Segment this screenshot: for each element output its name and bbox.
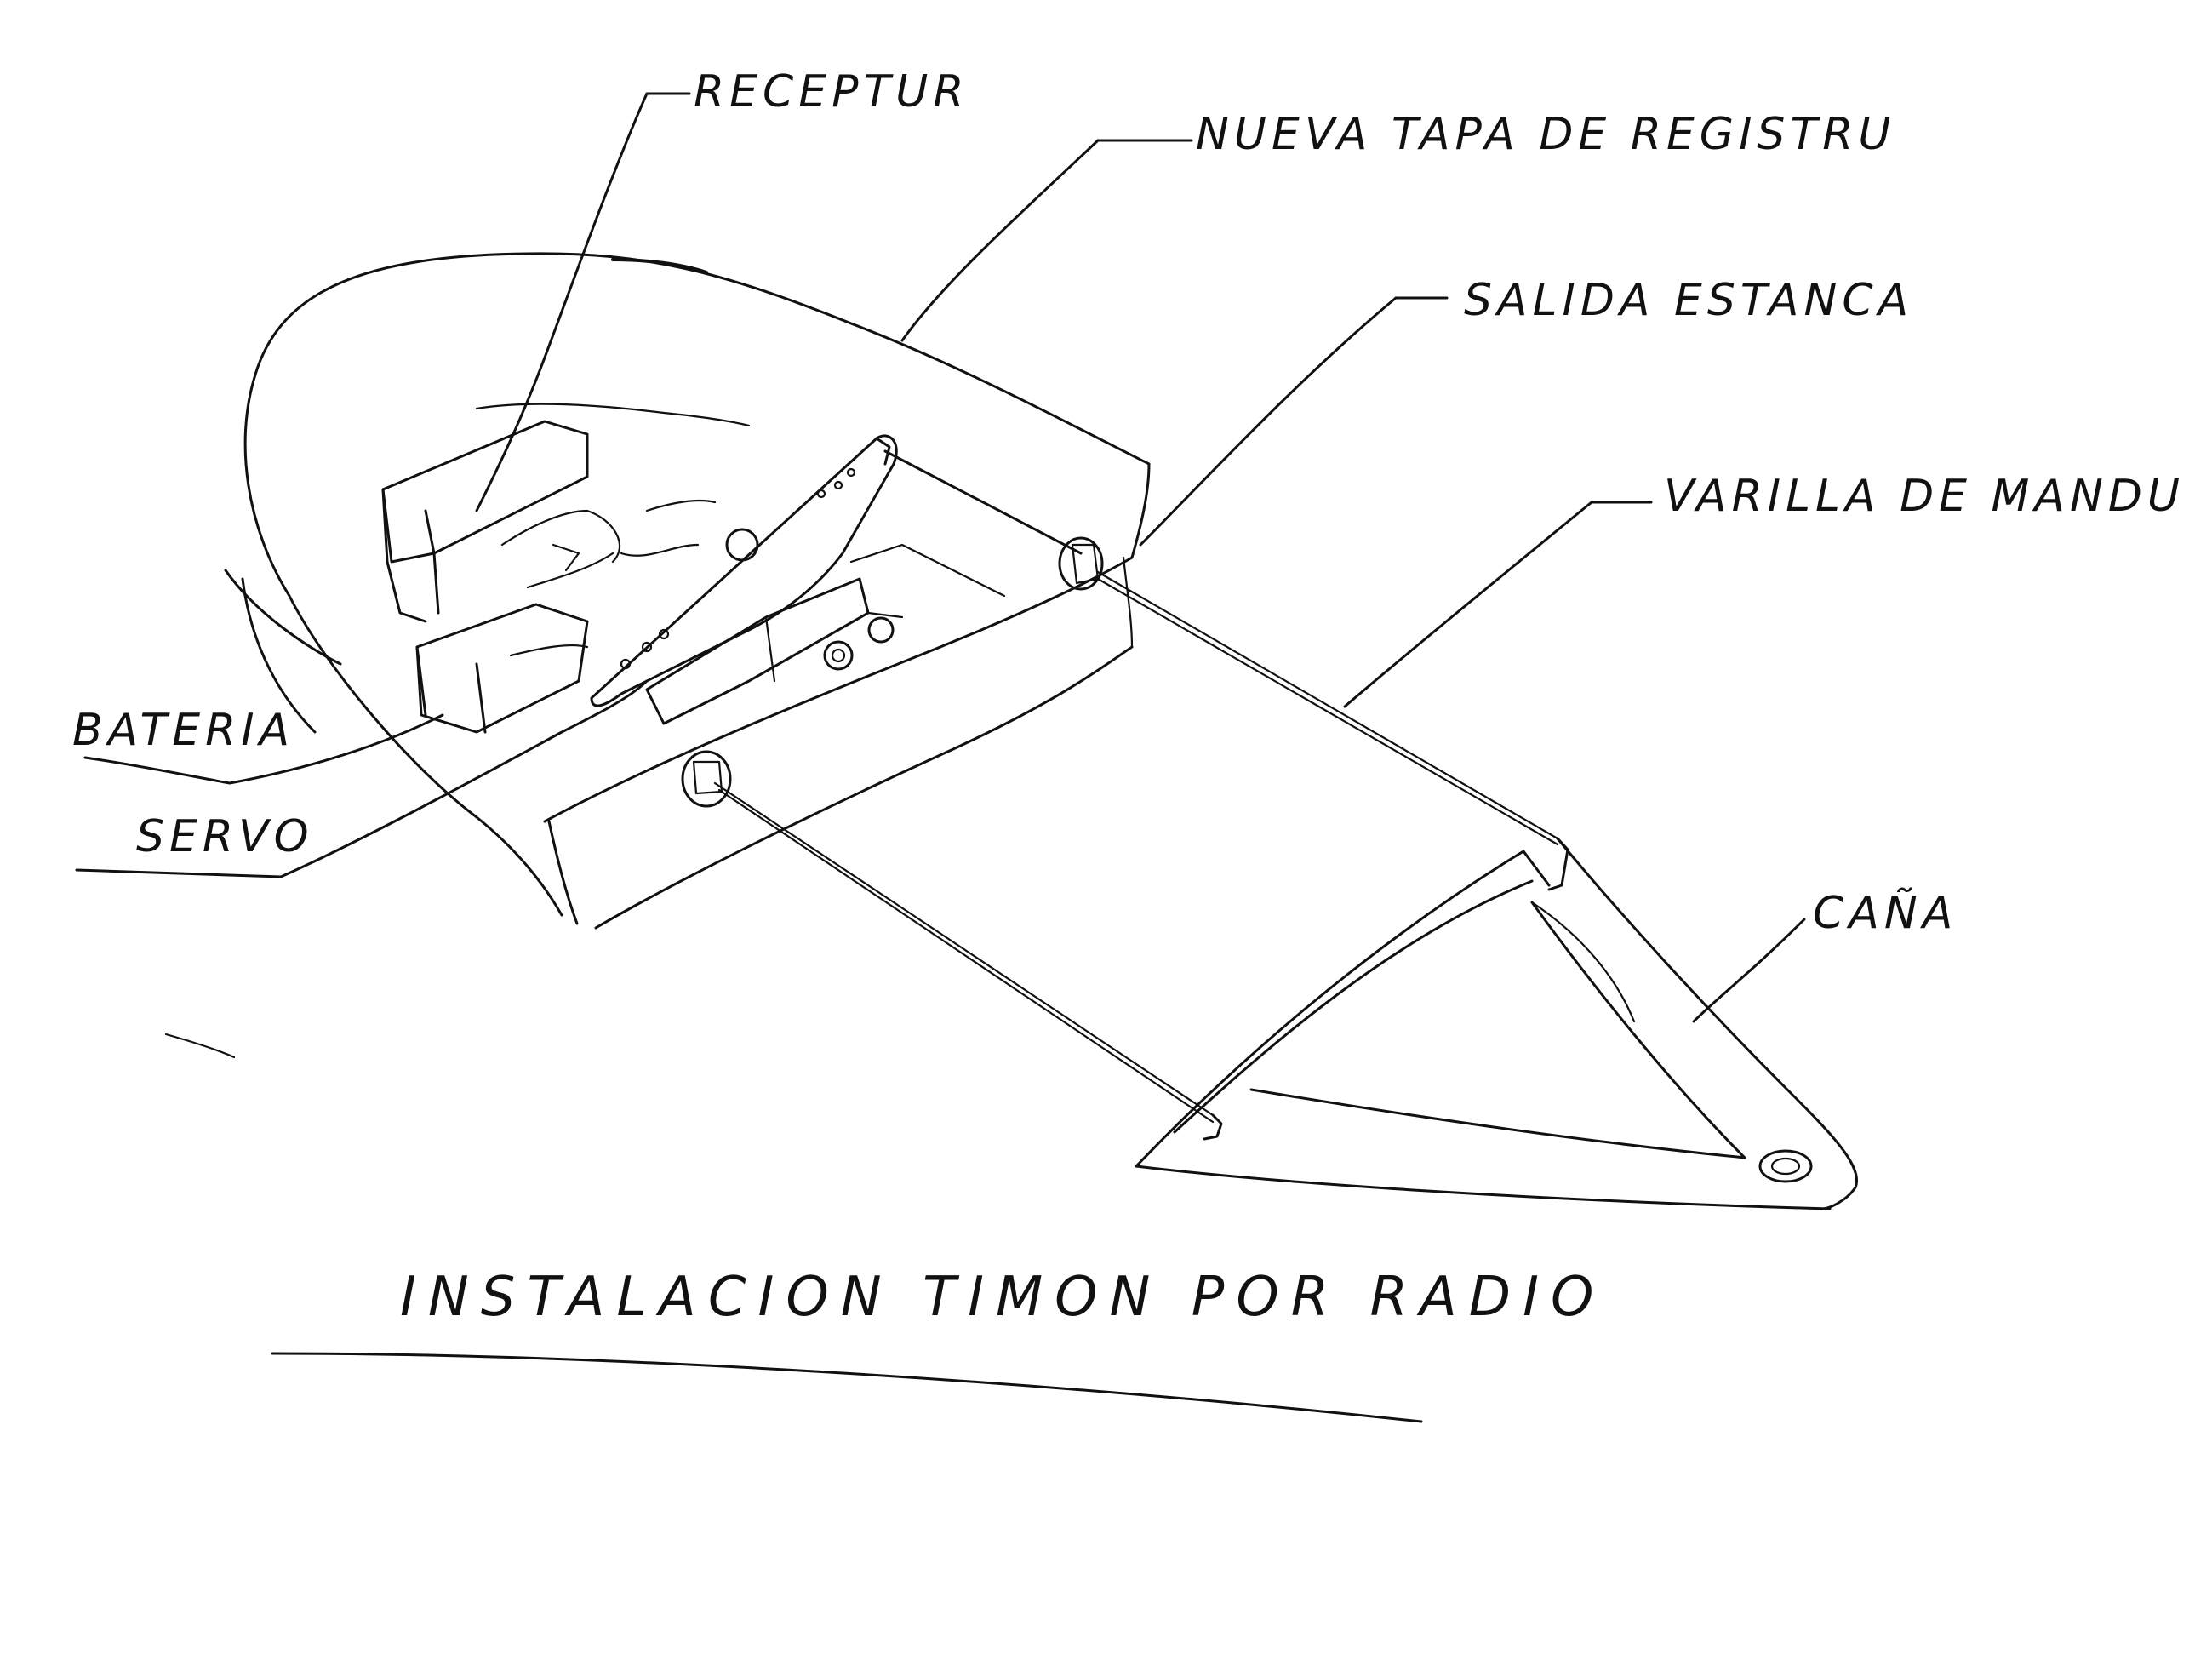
hatch-opening bbox=[543, 556, 1134, 930]
label-receptor: RECEPTUR bbox=[694, 66, 969, 117]
diagram-title: INSTALACION TIMON POR RADIO bbox=[400, 1266, 1605, 1329]
label-tapa: NUEVA TAPA DE REGISTRU bbox=[1196, 109, 1895, 160]
watertight-outlets bbox=[681, 536, 1104, 808]
label-bateria: BATERIA bbox=[72, 705, 294, 756]
servo-body bbox=[645, 543, 1006, 725]
leader-lines bbox=[75, 92, 1806, 1023]
hull-outline bbox=[224, 252, 1151, 917]
title-underline bbox=[271, 1352, 1423, 1423]
battery-box bbox=[415, 603, 589, 734]
stray-mark bbox=[164, 1033, 236, 1059]
label-cana: CAÑA bbox=[1813, 887, 1958, 939]
wiring bbox=[500, 499, 717, 589]
label-salida: SALIDA ESTANCA bbox=[1464, 275, 1913, 326]
servo-arm-plate bbox=[590, 434, 898, 707]
receiver-box bbox=[381, 403, 751, 623]
tiller-quadrant bbox=[1135, 837, 1858, 1210]
label-servo: SERVO bbox=[136, 811, 314, 862]
push-rods bbox=[713, 449, 1569, 1141]
label-varilla: VARILLA DE MANDU bbox=[1664, 471, 2185, 522]
